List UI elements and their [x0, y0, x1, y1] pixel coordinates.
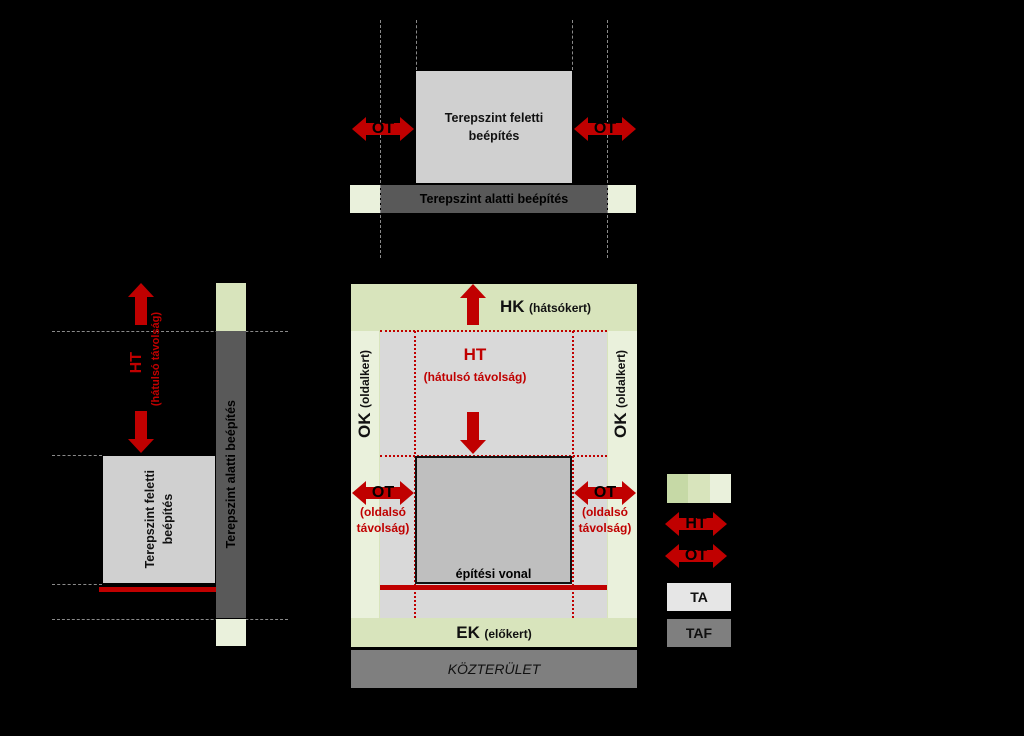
ot-label-top-left: OT — [371, 120, 395, 137]
legend-garden — [667, 474, 731, 503]
below-ground-label: Terepszint alatti beépítés — [419, 191, 569, 206]
ok-main-right: OK — [611, 412, 630, 438]
ht-label-side: HT — [128, 352, 145, 374]
double-arrow-icon — [574, 117, 636, 141]
garden-strip-left — [350, 185, 380, 213]
above-ground-side-line1: Terepszint feletti — [142, 470, 157, 569]
ot-sub-line1: (oldalsó — [581, 505, 628, 519]
ok-main-left: OK — [355, 412, 374, 438]
side-garden-left — [351, 331, 379, 618]
legend-taf: TAF — [667, 619, 731, 647]
guide-line — [52, 619, 288, 620]
ek-label: EK (előkert) — [351, 623, 637, 643]
above-ground-building-side: Terepszint feletti beépítés — [103, 456, 215, 583]
ht-main-plan: HT — [463, 345, 487, 364]
side-garden-right — [608, 331, 637, 618]
down-arrow-icon — [128, 411, 154, 453]
ek-sub: (előkert) — [484, 627, 532, 641]
garden-strip-right — [608, 185, 636, 213]
above-ground-building: Terepszint feletti beépítés — [416, 71, 572, 183]
public-area: KÖZTERÜLET — [351, 650, 637, 688]
guide-line — [380, 20, 381, 258]
double-arrow-icon — [665, 544, 727, 568]
ot-label-top-right: OT — [593, 120, 617, 137]
building-line — [380, 585, 607, 590]
ok-sub-right: (oldalkert) — [614, 350, 628, 409]
garden-strip-side-top — [216, 283, 246, 331]
up-arrow-icon — [460, 284, 486, 325]
above-ground-side-line2: beépítés — [161, 494, 175, 545]
building-footprint — [415, 456, 572, 584]
double-arrow-icon — [665, 512, 727, 536]
ot-sub-line2: távolság) — [356, 520, 410, 535]
above-ground-label-line1: Terepszint feletti — [444, 110, 544, 125]
legend-ta: TA — [667, 583, 731, 611]
ok-sub-left: (oldalkert) — [358, 350, 372, 409]
ot-limit-line — [572, 331, 574, 618]
ht-sublabel-side: (hátulsó távolság) — [150, 312, 162, 407]
guide-line — [572, 20, 573, 70]
ok-label-left: OK (oldalkert) — [355, 350, 375, 438]
hk-label: HK (hátsókert) — [500, 297, 591, 317]
down-arrow-icon — [460, 412, 486, 454]
ot-sub-plan-right: (oldalsó távolság) — [566, 505, 644, 536]
building-line-label: építési vonal — [455, 567, 532, 581]
above-ground-label-line2: beépítés — [468, 129, 520, 143]
below-ground-building-side: Terepszint alatti beépítés — [216, 331, 246, 618]
ht-sub-plan: (hátulsó távolság) — [423, 370, 527, 384]
below-ground-label-side: Terepszint alatti beépítés — [223, 400, 238, 549]
public-area-label: KÖZTERÜLET — [447, 661, 541, 677]
guide-line — [416, 20, 417, 70]
guide-line — [52, 455, 102, 456]
legend-ot-label: OT — [684, 547, 708, 564]
ht-limit-line — [380, 330, 607, 332]
guide-line — [607, 20, 608, 258]
ek-main: EK — [456, 623, 480, 642]
hk-sub: (hátsókert) — [529, 301, 592, 315]
ot-label-plan-right: OT — [593, 484, 617, 501]
up-arrow-icon — [128, 283, 154, 325]
double-arrow-icon — [352, 481, 414, 505]
legend-ta-label: TA — [690, 589, 708, 605]
guide-line — [52, 331, 288, 332]
legend-ht-label: HT — [685, 515, 707, 532]
double-arrow-icon — [574, 481, 636, 505]
hk-main: HK — [500, 297, 525, 316]
ok-label-right: OK (oldalkert) — [611, 350, 631, 438]
garden-strip-side-bottom — [216, 619, 246, 646]
guide-line — [52, 584, 102, 585]
below-ground-building: Terepszint alatti beépítés — [381, 185, 607, 213]
ot-sub-line1: (oldalsó — [359, 505, 406, 519]
double-arrow-icon — [352, 117, 414, 141]
legend-taf-label: TAF — [685, 625, 713, 641]
ot-label-plan-left: OT — [371, 484, 395, 501]
ot-sub-line2: távolság) — [578, 520, 632, 535]
building-line-side — [99, 587, 216, 592]
ot-sub-plan-left: (oldalsó távolság) — [344, 505, 422, 536]
